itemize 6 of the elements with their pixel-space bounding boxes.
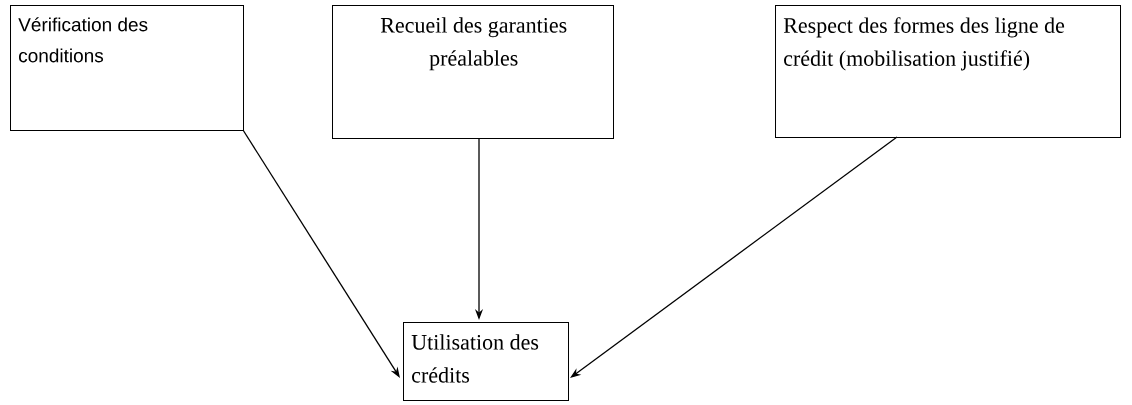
text-box: Recueil des garanties préalables: [332, 5, 614, 139]
arrow: [242, 129, 400, 378]
text-box: Vérification des conditions: [10, 5, 244, 131]
text-box: Respect des formes des ligne de crédit (mobilisation justifié): [775, 5, 1121, 138]
text-box: Utilisation des crédits: [403, 322, 569, 401]
arrow: [570, 136, 898, 378]
